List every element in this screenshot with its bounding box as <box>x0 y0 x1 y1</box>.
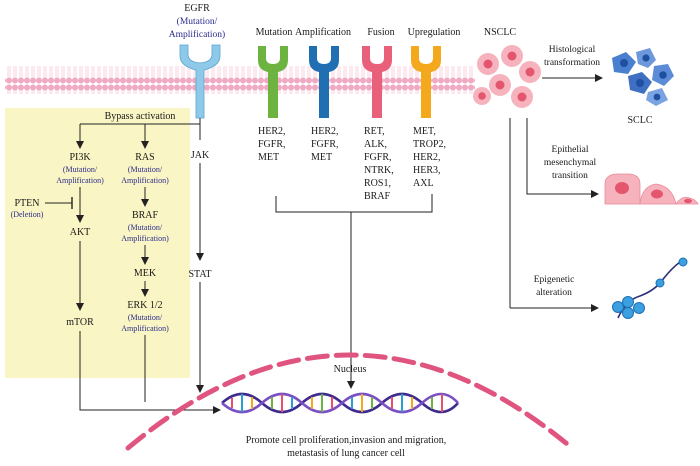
jak-label: JAK <box>191 150 210 161</box>
svg-text:MET,: MET, <box>413 126 436 137</box>
svg-text:HER2,: HER2, <box>311 126 339 137</box>
fusion-label: Fusion <box>367 27 394 38</box>
svg-text:HER3,: HER3, <box>413 165 441 176</box>
svg-text:FGFR,: FGFR, <box>258 139 286 150</box>
fusion-receptor-icon <box>362 46 392 118</box>
stat-label: STAT <box>188 269 211 280</box>
bypass-activation-panel <box>5 108 190 378</box>
svg-text:AXL: AXL <box>413 178 434 189</box>
nsclc-cells-icon <box>473 45 541 108</box>
emt-label-1: Epithelial <box>552 145 589 155</box>
ras-sub-1: (Mutation/ <box>128 165 163 174</box>
mtor-to-nucleus-arrow <box>79 331 221 414</box>
outcome-line-1: Promote cell proliferation,invasion and … <box>246 435 447 446</box>
nsclc-to-emt-arrow <box>526 118 599 198</box>
emt-label-3: transition <box>552 171 588 181</box>
svg-text:MET: MET <box>258 152 279 163</box>
svg-text:RET,: RET, <box>364 126 385 137</box>
targets-bracket <box>275 194 433 213</box>
pi3k-sub-1: (Mutation/ <box>63 165 98 174</box>
cell-membrane <box>5 66 475 94</box>
egfr-subtitle-2: Amplification) <box>169 29 225 40</box>
chromatin-icon <box>612 257 688 319</box>
amplification-target-list: HER2, FGFR, MET <box>311 126 339 163</box>
akt-label: AKT <box>70 227 91 238</box>
mtor-label: mTOR <box>66 317 94 328</box>
dna-helix-icon <box>221 392 459 414</box>
pten-label: PTEN <box>15 198 40 209</box>
erk-sub-1: (Mutation/ <box>128 313 163 322</box>
erk-sub-2: Amplification) <box>121 324 169 333</box>
mutation-receptor-icon <box>258 46 288 118</box>
braf-sub-2: Amplification) <box>121 234 169 243</box>
outcome-line-2: metastasis of lung cancer cell <box>287 448 405 459</box>
svg-text:FGFR,: FGFR, <box>364 152 392 163</box>
nucleus-label: Nucleus <box>334 364 367 375</box>
egfr-receptor-icon <box>179 44 221 119</box>
svg-text:BRAF: BRAF <box>364 191 391 202</box>
braf-sub-1: (Mutation/ <box>128 223 163 232</box>
pi3k-label: PI3K <box>69 152 91 163</box>
epigenetic-label-2: alteration <box>536 288 572 298</box>
mutation-target-list: HER2, FGFR, MET <box>258 126 286 163</box>
histological-label-2: transformation <box>544 57 600 68</box>
pten-sub: (Deletion) <box>11 210 44 219</box>
svg-text:NTRK,: NTRK, <box>364 165 394 176</box>
svg-text:MET: MET <box>311 152 332 163</box>
amplification-label: Amplification <box>295 27 351 38</box>
emt-label-2: mesenchymal <box>544 158 597 168</box>
mek-label: MEK <box>134 268 157 279</box>
svg-text:HER2,: HER2, <box>413 152 441 163</box>
upregulation-receptor-icon <box>411 46 441 118</box>
amplification-receptor-icon <box>309 46 339 118</box>
svg-text:HER2,: HER2, <box>258 126 286 137</box>
pi3k-sub-2: Amplification) <box>56 176 104 185</box>
svg-text:FGFR,: FGFR, <box>311 139 339 150</box>
upregulation-label: Upregulation <box>408 27 461 38</box>
sclc-cells-icon <box>612 48 674 106</box>
fusion-target-list: RET, ALK, FGFR, NTRK, ROS1, BRAF <box>364 126 394 202</box>
egfr-subtitle-1: (Mutation/ <box>177 16 218 27</box>
braf-label: BRAF <box>132 210 159 221</box>
epigenetic-label-1: Epigenetic <box>534 275 575 285</box>
mutation-label: Mutation <box>256 27 293 38</box>
ras-sub-2: Amplification) <box>121 176 169 185</box>
nsclc-label: NSCLC <box>484 27 517 38</box>
svg-text:TROP2,: TROP2, <box>413 139 446 150</box>
erk-label: ERK 1/2 <box>127 300 162 311</box>
svg-text:ROS1,: ROS1, <box>364 178 391 189</box>
bypass-title: Bypass activation <box>105 111 176 122</box>
svg-text:ALK,: ALK, <box>364 139 387 150</box>
sclc-label: SCLC <box>627 115 652 126</box>
nucleus-envelope <box>125 352 575 451</box>
histological-label-1: Histological <box>549 45 596 55</box>
emt-cells-icon <box>604 173 699 205</box>
ras-label: RAS <box>135 152 154 163</box>
upregulation-target-list: MET, TROP2, HER2, HER3, AXL <box>413 126 446 189</box>
egfr-title: EGFR <box>184 3 210 14</box>
